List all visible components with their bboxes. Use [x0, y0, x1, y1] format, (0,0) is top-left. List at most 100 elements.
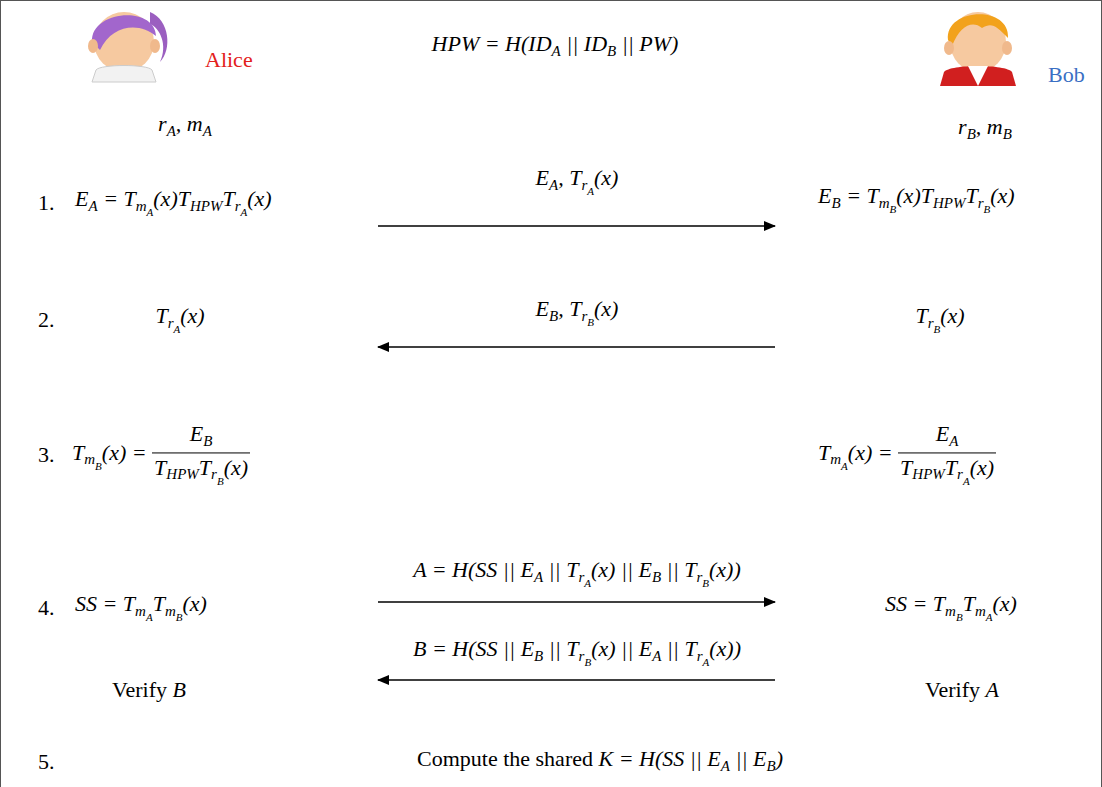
subscript: HPW	[166, 466, 199, 482]
subscript: A	[146, 612, 153, 624]
denominator: THPWTrB(x)	[152, 452, 250, 489]
text-run: T	[818, 440, 830, 465]
subscript: B	[890, 204, 897, 216]
text-run: (x)	[970, 455, 994, 480]
text-run: (x)	[940, 303, 964, 328]
text-run: T	[915, 303, 927, 328]
subscript: r	[235, 198, 241, 214]
subscript: A	[173, 324, 180, 336]
text-run: (x) =	[102, 440, 147, 465]
text-run: , T	[558, 165, 581, 190]
text-run: T	[965, 183, 977, 208]
text-run: (x))	[709, 557, 741, 582]
subscript: HPW	[933, 195, 966, 211]
subscript: r	[578, 569, 584, 585]
text-run: (x)T	[153, 186, 190, 211]
text-run: (x)	[993, 591, 1017, 616]
subscript: A	[584, 578, 591, 590]
step-number: 3.	[38, 442, 55, 468]
formula: TrA(x)	[155, 303, 204, 337]
text-run: , T	[558, 296, 581, 321]
formula: TmA(x) =EATHPWTrA(x)	[818, 421, 996, 488]
subscript: B	[766, 757, 775, 773]
text-run: (x)T	[896, 183, 933, 208]
step-number: 2.	[38, 307, 55, 333]
subscript: A	[549, 177, 558, 193]
message-arrow	[378, 346, 775, 348]
step-number: 4.	[38, 595, 55, 621]
text-run: T	[154, 455, 166, 480]
text-run: , m	[976, 114, 1003, 139]
subscript: B	[956, 612, 963, 624]
text-run: E	[190, 421, 203, 446]
text-run: 2.	[38, 307, 55, 332]
fraction: EBTHPWTrB(x)	[152, 421, 250, 488]
subscript: B	[984, 204, 991, 216]
subscript: r	[581, 308, 587, 324]
subscript: r	[957, 466, 963, 482]
subscript: r	[211, 466, 217, 482]
subscript: B	[534, 648, 543, 664]
text-run: SS = T	[885, 591, 945, 616]
formula: SS = TmATmB(x)	[75, 591, 207, 625]
text-run: T	[900, 455, 912, 480]
subscript: A	[147, 207, 154, 219]
formula: EA= TmA(x)THPWTrA(x)	[75, 186, 272, 220]
text-run: || T	[667, 636, 697, 661]
subscript: m	[135, 603, 146, 619]
subscript: B	[549, 308, 558, 324]
text-run: (x)	[594, 296, 618, 321]
text-run: (x)	[990, 183, 1014, 208]
numerator: EB	[188, 421, 215, 452]
subscript: B	[1003, 125, 1012, 141]
subscript: B	[702, 578, 709, 590]
subscript: HPW	[912, 466, 945, 482]
message-arrow	[378, 679, 775, 681]
text-run: 1.	[38, 190, 55, 215]
text-run: (x) || E	[591, 636, 652, 661]
text-run: T	[222, 186, 234, 211]
subscript: m	[879, 195, 890, 211]
text-run: A = H(SS || E	[413, 557, 534, 582]
text-run: (x)	[180, 303, 204, 328]
subscript: r	[579, 648, 585, 664]
text-run: E	[75, 186, 88, 211]
text-run: SS = T	[75, 591, 135, 616]
subscript: r	[696, 569, 702, 585]
text-run: T	[963, 591, 975, 616]
text-run: || ID	[566, 31, 607, 56]
secret-values: rA, mA	[158, 111, 212, 140]
formula: HPW = H(IDA|| IDB|| PW)	[432, 31, 679, 60]
text-run: E	[536, 296, 549, 321]
subscript: A	[949, 433, 958, 449]
text-run: B	[172, 677, 185, 702]
formula: Compute the sharedK = H(SS || EA|| EB)	[417, 746, 783, 775]
text-run: (x)	[247, 186, 271, 211]
subscript: B	[967, 125, 976, 141]
formula: SS = TmBTmA(x)	[885, 591, 1017, 625]
subscript: B	[217, 475, 224, 487]
text-run: E	[936, 421, 949, 446]
subscript: B	[584, 657, 591, 669]
subscript: A	[88, 198, 97, 214]
text-run: E	[536, 165, 549, 190]
subscript: A	[534, 569, 543, 585]
subscript: A	[167, 122, 176, 138]
text-run: || T	[667, 557, 697, 582]
subscript: A	[986, 612, 993, 624]
person-name: Alice	[205, 47, 253, 73]
subscript: B	[176, 612, 183, 624]
text-run: || T	[549, 636, 579, 661]
text-run: T	[945, 455, 957, 480]
text-run: 3.	[38, 442, 55, 467]
step-number: 5.	[38, 749, 55, 775]
person-name: Bob	[1048, 62, 1085, 88]
message-label: B = H(SS || EB|| TrB(x) || EA|| TrA(x))	[413, 636, 741, 670]
subscript: A	[552, 42, 561, 58]
message-label: A = H(SS || EA|| TrA(x) || EB|| TrB(x))	[413, 557, 741, 591]
bob-avatar	[940, 12, 1016, 86]
message-label: EA, TrA(x)	[536, 165, 619, 199]
text-run: Alice	[205, 47, 253, 72]
subscript: m	[945, 603, 956, 619]
subscript: A	[841, 460, 848, 472]
